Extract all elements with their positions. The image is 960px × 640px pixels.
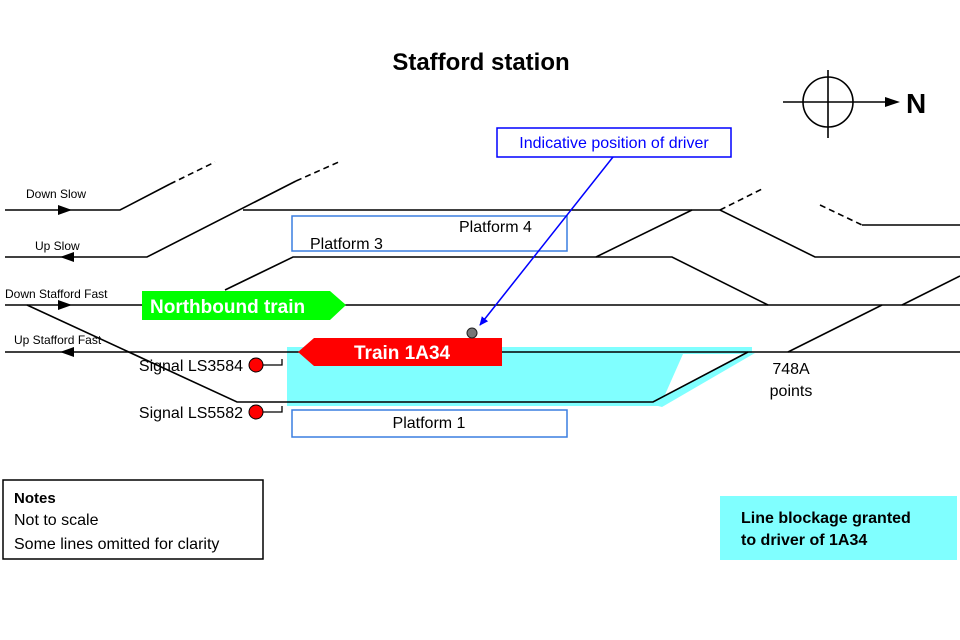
track-up-slow [5, 180, 297, 258]
line-label-up-stafford-fast: Up Stafford Fast [14, 333, 102, 347]
track-platform-4 [243, 209, 960, 258]
platform-1-label: Platform 1 [393, 415, 466, 432]
crossover-748a [787, 304, 883, 353]
driver-callout-text: Indicative position of driver [519, 135, 709, 152]
track-down-slow-dashed [169, 161, 216, 185]
line-blockage-area-edge [650, 353, 755, 407]
track-platform-1 [26, 304, 749, 403]
notes-item: Not to scale [14, 512, 99, 529]
diagram-title: Stafford station [392, 49, 569, 76]
northbound-train [142, 291, 346, 320]
platform-3-label: Platform 3 [310, 236, 383, 253]
platform-1-box [291, 409, 568, 438]
platform-3-4-box [291, 215, 568, 252]
track-up-slow-dashed [295, 160, 342, 182]
crossover-p4-p3 [595, 209, 693, 258]
legend-text-line2: to driver of 1A34 [741, 532, 867, 549]
signal-ls3584-label: Signal LS3584 [139, 358, 243, 375]
line-label-down-slow: Down Slow [26, 187, 86, 201]
points-label-line2: points [770, 383, 813, 400]
track-platform-3 [224, 256, 769, 306]
track-down-slow [5, 183, 171, 211]
track-far-right-dashed [819, 204, 863, 226]
legend-swatch [720, 496, 957, 560]
train-1a34-label: Train 1A34 [354, 343, 451, 364]
points-label-line1: 748A [772, 361, 810, 378]
notes-item: Some lines omitted for clarity [14, 536, 219, 553]
driver-position-marker [466, 327, 478, 339]
direction-arrow-down-stafford-fast [58, 300, 72, 310]
northbound-train-label: Northbound train [150, 297, 305, 318]
direction-arrow-up-stafford-fast [60, 347, 74, 357]
platform-4-label: Platform 4 [459, 219, 532, 236]
track-platform-4-dashed [719, 188, 763, 211]
train-1a34 [298, 338, 502, 366]
line-label-up-slow: Up Slow [35, 239, 80, 253]
driver-callout-arrow [479, 156, 614, 326]
signal-ls5582-label: Signal LS5582 [139, 405, 243, 422]
signal-ls3584 [248, 357, 283, 373]
signal-ls5582 [248, 404, 283, 420]
crossover-fast-right [901, 275, 960, 306]
direction-arrow-up-slow [60, 252, 74, 262]
legend-text-line1: Line blockage granted [741, 510, 911, 527]
north-arrow-compass-icon [783, 70, 900, 138]
notes-heading: Notes [14, 490, 56, 507]
driver-callout-box [496, 127, 732, 158]
line-label-down-stafford-fast: Down Stafford Fast [5, 287, 108, 301]
notes-box [2, 479, 264, 560]
north-label: N [906, 88, 926, 119]
direction-arrow-down-slow [58, 205, 72, 215]
